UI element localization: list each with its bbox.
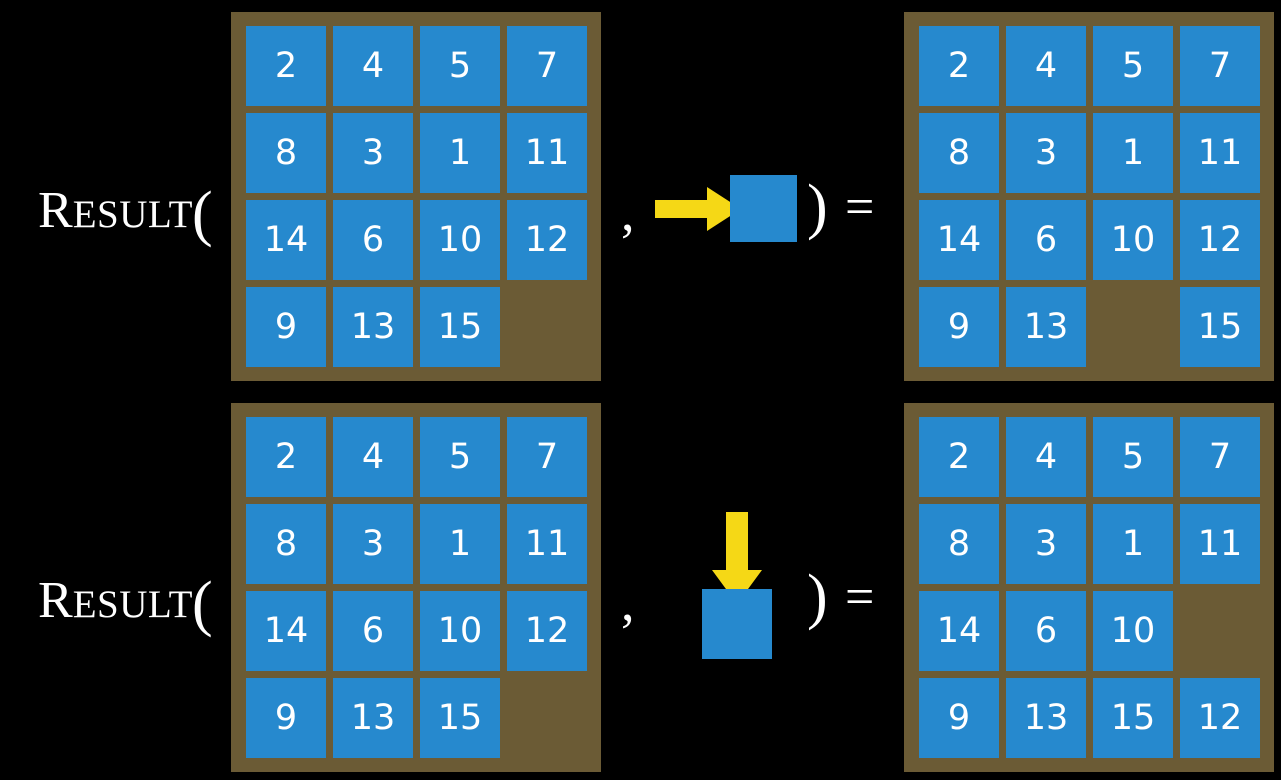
result-label-rest: ESULT (72, 583, 193, 626)
tile[interactable]: 14 (246, 591, 326, 671)
tile[interactable]: 4 (1006, 26, 1086, 106)
tile[interactable]: 1 (420, 504, 500, 584)
tile[interactable]: 11 (1180, 504, 1260, 584)
output-board-row-1: 2 4 5 7 8 3 1 11 14 6 10 12 9 13 15 (904, 12, 1274, 381)
tile[interactable]: 8 (919, 504, 999, 584)
tile[interactable]: 8 (246, 504, 326, 584)
move-right-icon (655, 187, 741, 231)
result-label-capital: R (38, 182, 73, 239)
tile[interactable]: 5 (420, 26, 500, 106)
tile[interactable]: 3 (333, 504, 413, 584)
result-label-rest: ESULT (72, 193, 193, 236)
tile[interactable]: 11 (507, 504, 587, 584)
tile[interactable]: 12 (1180, 678, 1260, 758)
tile[interactable]: 11 (1180, 113, 1260, 193)
tile[interactable]: 5 (1093, 417, 1173, 497)
tile[interactable]: 1 (420, 113, 500, 193)
tile[interactable]: 13 (1006, 678, 1086, 758)
tile[interactable]: 9 (246, 287, 326, 367)
tile[interactable]: 15 (1093, 678, 1173, 758)
tile[interactable]: 10 (1093, 591, 1173, 671)
tile[interactable]: 14 (919, 200, 999, 280)
tile[interactable]: 3 (1006, 113, 1086, 193)
tile[interactable]: 2 (246, 26, 326, 106)
argument-separator-comma-row-1: , (621, 182, 635, 242)
move-down-icon (712, 512, 762, 604)
equals-sign-row-1: = (845, 179, 875, 236)
tile[interactable]: 1 (1093, 113, 1173, 193)
tile-grid: 2 4 5 7 8 3 1 11 14 6 10 9 13 15 12 (919, 417, 1260, 758)
action-tile-row-1[interactable] (730, 175, 797, 242)
result-label-capital: R (38, 572, 73, 629)
tile[interactable]: 6 (333, 591, 413, 671)
tile[interactable]: 12 (507, 200, 587, 280)
tile[interactable]: 13 (333, 678, 413, 758)
tile[interactable]: 3 (1006, 504, 1086, 584)
empty-slot (507, 678, 587, 758)
close-paren-row-1: ) (807, 173, 828, 241)
tile[interactable]: 12 (1180, 200, 1260, 280)
empty-slot (507, 287, 587, 367)
tile-grid: 2 4 5 7 8 3 1 11 14 6 10 12 9 13 15 (246, 26, 587, 367)
equals-sign-row-2: = (845, 569, 875, 626)
input-board-row-1: 2 4 5 7 8 3 1 11 14 6 10 12 9 13 15 (231, 12, 601, 381)
tile[interactable]: 14 (246, 200, 326, 280)
tile-grid: 2 4 5 7 8 3 1 11 14 6 10 12 9 13 15 (919, 26, 1260, 367)
tile[interactable]: 2 (919, 417, 999, 497)
tile[interactable]: 7 (1180, 26, 1260, 106)
tile[interactable]: 13 (333, 287, 413, 367)
input-board-row-2: 2 4 5 7 8 3 1 11 14 6 10 12 9 13 15 (231, 403, 601, 772)
empty-slot (1180, 591, 1260, 671)
tile[interactable]: 12 (507, 591, 587, 671)
result-label-row-1: RESULT( (38, 176, 214, 245)
tile[interactable]: 8 (246, 113, 326, 193)
tile[interactable]: 10 (1093, 200, 1173, 280)
tile[interactable]: 11 (507, 113, 587, 193)
tile[interactable]: 6 (333, 200, 413, 280)
action-tile-row-2[interactable] (702, 589, 772, 659)
tile[interactable]: 2 (246, 417, 326, 497)
close-paren-row-2: ) (807, 563, 828, 631)
tile[interactable]: 13 (1006, 287, 1086, 367)
empty-slot (1093, 287, 1173, 367)
output-board-row-2: 2 4 5 7 8 3 1 11 14 6 10 9 13 15 12 (904, 403, 1274, 772)
argument-separator-comma-row-2: , (621, 572, 635, 632)
tile[interactable]: 9 (919, 287, 999, 367)
tile[interactable]: 9 (246, 678, 326, 758)
tile[interactable]: 1 (1093, 504, 1173, 584)
tile[interactable]: 4 (1006, 417, 1086, 497)
tile[interactable]: 3 (333, 113, 413, 193)
tile[interactable]: 14 (919, 591, 999, 671)
open-paren: ( (191, 570, 213, 638)
tile[interactable]: 6 (1006, 200, 1086, 280)
tile[interactable]: 7 (507, 26, 587, 106)
tile-grid: 2 4 5 7 8 3 1 11 14 6 10 12 9 13 15 (246, 417, 587, 758)
tile[interactable]: 4 (333, 26, 413, 106)
open-paren: ( (191, 180, 213, 248)
tile[interactable]: 5 (1093, 26, 1173, 106)
result-label-row-2: RESULT( (38, 566, 214, 635)
tile[interactable]: 10 (420, 200, 500, 280)
tile[interactable]: 15 (420, 678, 500, 758)
tile[interactable]: 5 (420, 417, 500, 497)
tile[interactable]: 7 (1180, 417, 1260, 497)
tile[interactable]: 15 (1180, 287, 1260, 367)
tile[interactable]: 9 (919, 678, 999, 758)
tile[interactable]: 8 (919, 113, 999, 193)
tile[interactable]: 4 (333, 417, 413, 497)
tile[interactable]: 10 (420, 591, 500, 671)
tile[interactable]: 15 (420, 287, 500, 367)
tile[interactable]: 2 (919, 26, 999, 106)
tile[interactable]: 6 (1006, 591, 1086, 671)
tile[interactable]: 7 (507, 417, 587, 497)
